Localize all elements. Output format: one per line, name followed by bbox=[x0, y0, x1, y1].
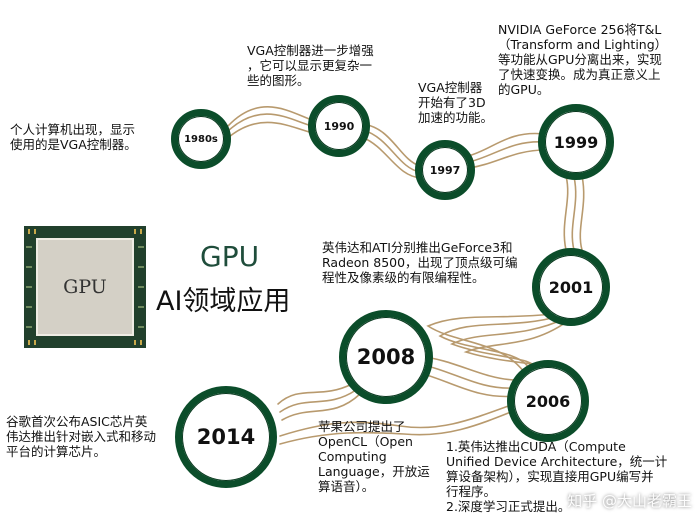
gpu-chip-image: GPU bbox=[24, 226, 146, 348]
node-1997-label: 1997 bbox=[429, 163, 461, 177]
note-1999: NVIDIA GeForce 256将T&L （Transform and Li… bbox=[498, 22, 668, 97]
node-1980s-label: 1980s bbox=[184, 133, 218, 145]
note-2006: 1.英伟达推出CUDA（Compute Unified Device Archi… bbox=[446, 439, 668, 514]
page-subtitle: AI领域应用 bbox=[156, 286, 291, 317]
node-1980s: 1980s bbox=[171, 109, 231, 169]
chip-die: GPU bbox=[36, 238, 134, 336]
node-2014: 2014 bbox=[175, 386, 277, 488]
note-2014: 谷歌首次公布ASIC芯片英 伟达推出针对嵌入式和移动 平台的计算芯片。 bbox=[6, 414, 157, 459]
watermark: 知乎 @大山老霸王 bbox=[567, 492, 692, 510]
note-1980s: 个人计算机出现，显示 使用的是VGA控制器。 bbox=[10, 122, 137, 152]
node-2008: 2008 bbox=[339, 310, 433, 404]
node-1999: 1999 bbox=[538, 104, 614, 180]
node-2006: 2006 bbox=[507, 360, 589, 442]
node-1990-label: 1990 bbox=[323, 119, 355, 133]
chip-label: GPU bbox=[63, 276, 107, 298]
page-title: GPU bbox=[200, 240, 260, 273]
node-1999-label: 1999 bbox=[553, 132, 599, 152]
node-2001-label: 2001 bbox=[548, 277, 594, 297]
node-2001: 2001 bbox=[532, 248, 610, 326]
node-1990: 1990 bbox=[308, 95, 370, 157]
node-2014-label: 2014 bbox=[196, 425, 256, 449]
node-2008-label: 2008 bbox=[356, 345, 416, 369]
note-1997: VGA控制器 开始有了3D 加速的功能。 bbox=[418, 80, 494, 125]
note-1990: VGA控制器进一步增强 ，它可以显示更复杂一 些的图形。 bbox=[247, 43, 374, 88]
chip-pins-icon bbox=[26, 229, 144, 345]
note-2008: 苹果公司提出了 OpenCL（Open Computing Language，开… bbox=[318, 419, 430, 494]
note-2001: 英伟达和ATI分别推出GeForce3和 Radeon 8500，出现了顶点级可… bbox=[322, 240, 518, 285]
node-2006-label: 2006 bbox=[525, 391, 571, 411]
node-1997: 1997 bbox=[415, 140, 475, 200]
